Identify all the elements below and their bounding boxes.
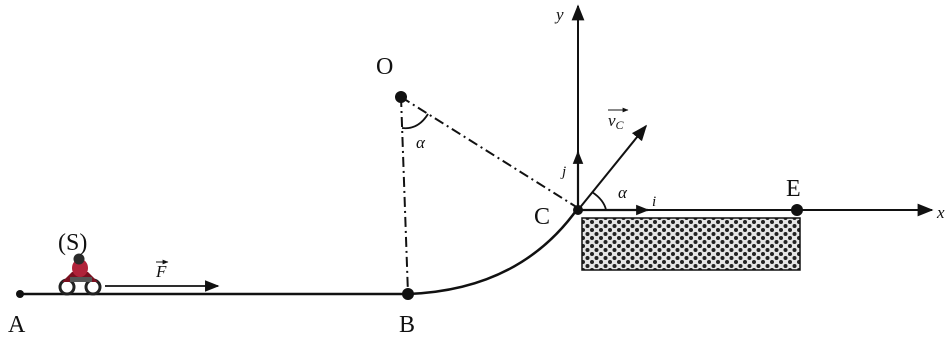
label-b: B	[399, 312, 415, 338]
label-y-axis: y	[554, 5, 564, 24]
label-x-axis: x	[936, 203, 945, 222]
radius-oc	[400, 96, 579, 209]
angle-arc-o	[401, 113, 429, 130]
label-alpha-c: α	[618, 183, 628, 202]
label-e: E	[786, 176, 801, 202]
point-b	[402, 288, 414, 300]
label-s: (S)	[58, 230, 87, 256]
label-alpha-o: α	[416, 133, 426, 152]
circular-arc-bc	[407, 207, 580, 296]
point-c	[573, 205, 583, 215]
label-f: F	[155, 262, 167, 281]
label-i: i	[652, 194, 656, 210]
velocity-vector-vc	[577, 124, 648, 211]
label-vc: vC	[608, 111, 625, 132]
angle-arc-c	[591, 191, 607, 211]
label-a: A	[8, 312, 26, 338]
pool-region	[581, 217, 801, 271]
radius-ob	[400, 96, 409, 295]
motorbike-rider-icon	[58, 253, 102, 296]
label-j: j	[560, 164, 566, 180]
point-a	[16, 290, 24, 298]
label-o: O	[376, 54, 393, 80]
point-o	[395, 91, 407, 103]
point-e	[791, 204, 803, 216]
label-c: C	[534, 204, 550, 230]
